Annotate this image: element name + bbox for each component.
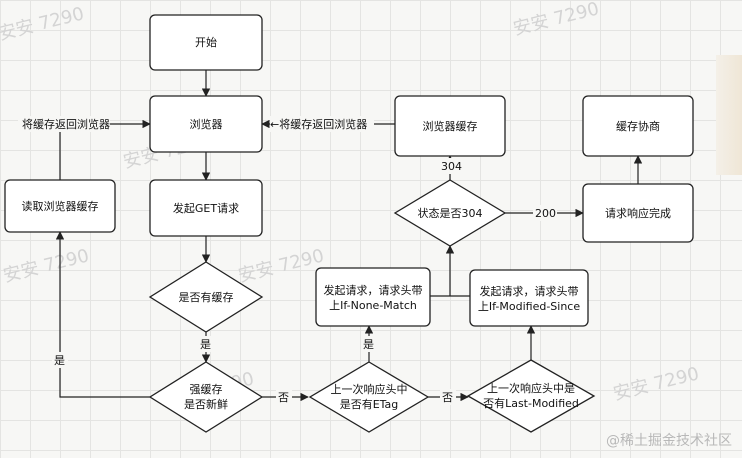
watermark: 安安 7290 bbox=[511, 0, 601, 40]
svg-text:上一次响应头中: 上一次响应头中 bbox=[331, 382, 408, 396]
svg-text:否有Last-Modified: 否有Last-Modified bbox=[483, 396, 579, 410]
svg-text:开始: 开始 bbox=[195, 35, 217, 49]
svg-text:上If-Modified-Since: 上If-Modified-Since bbox=[478, 300, 580, 313]
edge-label-yes-left: 是 bbox=[54, 354, 65, 367]
svg-text:读取浏览器缓存: 读取浏览器缓存 bbox=[22, 199, 99, 213]
edge-label-return-right: ←将缓存返回浏览器 bbox=[270, 117, 367, 131]
edge-label-yes-mid: 是 bbox=[200, 338, 211, 351]
node-send-get: 发起GET请求 bbox=[149, 179, 263, 237]
node-response-done: 请求响应完成 bbox=[582, 183, 694, 243]
side-image-strip bbox=[716, 55, 742, 175]
svg-text:发起请求，请求头带: 发起请求，请求头带 bbox=[324, 283, 423, 297]
node-has-cache: 是否有缓存 bbox=[148, 261, 264, 333]
node-start: 开始 bbox=[149, 14, 263, 71]
watermark: 安安 7290 bbox=[236, 245, 326, 287]
svg-text:浏览器缓存: 浏览器缓存 bbox=[423, 119, 478, 133]
edge-label-no-2: 否 bbox=[442, 391, 453, 404]
watermark: 安安 7290 bbox=[0, 3, 86, 45]
edge-label-yes-etag: 是 bbox=[363, 338, 374, 351]
node-read-cache: 读取浏览器缓存 bbox=[4, 179, 116, 233]
node-negotiate-cache: 缓存协商 bbox=[582, 95, 694, 157]
edge-label-no-1: 否 bbox=[278, 391, 289, 404]
edge-strong-read bbox=[55, 231, 150, 398]
credit-watermark: @稀土掘金技术社区 bbox=[606, 433, 732, 449]
svg-text:缓存协商: 缓存协商 bbox=[616, 119, 660, 133]
svg-text:状态是否304: 状态是否304 bbox=[418, 206, 483, 220]
watermark: 安安 7290 bbox=[611, 363, 701, 405]
node-browser: 浏览器 bbox=[149, 95, 263, 153]
svg-text:浏览器: 浏览器 bbox=[190, 117, 223, 131]
svg-text:发起GET请求: 发起GET请求 bbox=[173, 201, 239, 215]
edge-labels: 将缓存返回浏览器 ←将缓存返回浏览器 是 是 是 否 否 304 200 bbox=[18, 116, 557, 405]
edge-label-200: 200 bbox=[535, 207, 556, 220]
svg-text:强缓存: 强缓存 bbox=[190, 382, 223, 396]
watermark: 安安 7290 bbox=[1, 245, 91, 287]
node-strong-fresh: 强缓存 是否新鲜 bbox=[148, 361, 264, 433]
svg-text:发起请求，请求头带: 发起请求，请求头带 bbox=[480, 284, 579, 298]
node-req-if-modified-since: 发起请求，请求头带 上If-Modified-Since bbox=[469, 269, 589, 327]
svg-text:是否新鲜: 是否新鲜 bbox=[184, 397, 228, 411]
svg-text:请求响应完成: 请求响应完成 bbox=[605, 206, 671, 220]
node-req-if-none-match: 发起请求，请求头带 上If-None-Match bbox=[315, 267, 431, 327]
edge-label-304: 304 bbox=[441, 160, 462, 173]
svg-text:上一次响应头中是: 上一次响应头中是 bbox=[487, 381, 575, 395]
node-browser-cache: 浏览器缓存 bbox=[394, 95, 506, 157]
node-state-304: 状态是否304 bbox=[393, 179, 507, 247]
svg-text:上If-None-Match: 上If-None-Match bbox=[329, 299, 417, 312]
svg-text:是否有缓存: 是否有缓存 bbox=[179, 290, 234, 304]
svg-text:是否有ETag: 是否有ETag bbox=[340, 397, 399, 411]
node-has-last-modified: 上一次响应头中是 否有Last-Modified bbox=[466, 359, 596, 433]
node-has-etag: 上一次响应头中 是否有ETag bbox=[308, 361, 430, 433]
edge-label-return-left: 将缓存返回浏览器 bbox=[22, 117, 110, 131]
